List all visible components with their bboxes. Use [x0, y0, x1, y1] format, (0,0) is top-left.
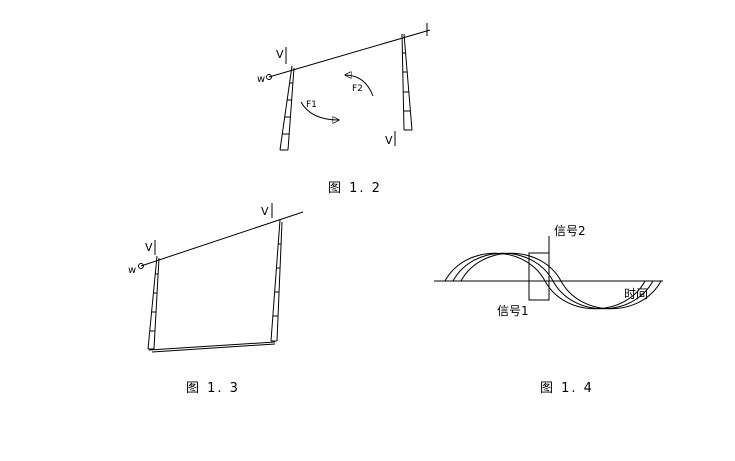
swept-area-bottom-edge: [148, 341, 276, 351]
signal1-label: 信号1: [497, 304, 529, 318]
signal2-label: 信号2: [554, 224, 586, 238]
antenna-wire: [140, 211, 304, 267]
w-label: w: [257, 74, 265, 85]
feed-point: [138, 263, 144, 269]
v-label-bottom: V: [385, 134, 393, 147]
v-label-left: V: [145, 241, 153, 254]
waveform-1: [444, 252, 646, 310]
figure-1-4-drawing: 信号2 信号1 时间: [434, 224, 663, 318]
right-mast: [270, 219, 283, 342]
figure-1-2: w V: [255, 18, 450, 168]
figure-1-2-drawing: w V: [257, 23, 431, 151]
figure-1-4: 信号2 信号1 时间: [420, 208, 685, 330]
v-label-right: V: [261, 205, 269, 218]
figure-1-3-drawing: w V V: [128, 203, 304, 353]
antenna-wire: [268, 29, 431, 78]
right-mast: [401, 33, 413, 131]
feed-point: [266, 74, 272, 80]
figure-1-3: w V V: [115, 198, 325, 363]
v-label-top: V: [276, 48, 284, 61]
time-label: 时间: [624, 287, 648, 301]
figure-caption: 图 1. 2: [328, 181, 382, 196]
force-arrow-f2: [345, 75, 374, 97]
figure-caption: 图 1. 4: [540, 381, 594, 396]
waveform-2: [452, 252, 654, 310]
left-mast: [147, 255, 160, 350]
f1-label: F1: [306, 100, 317, 110]
phase-marker-rect: [528, 252, 550, 301]
waveforms: [444, 252, 662, 310]
swept-area-bottom-edge-2: [151, 343, 276, 353]
force-arrow-f1: [300, 101, 339, 120]
figure-caption: 图 1. 3: [186, 381, 240, 396]
w-label: w: [128, 265, 136, 276]
left-mast: [279, 65, 295, 151]
f2-label: F2: [352, 84, 363, 94]
waveform-3: [460, 252, 662, 310]
